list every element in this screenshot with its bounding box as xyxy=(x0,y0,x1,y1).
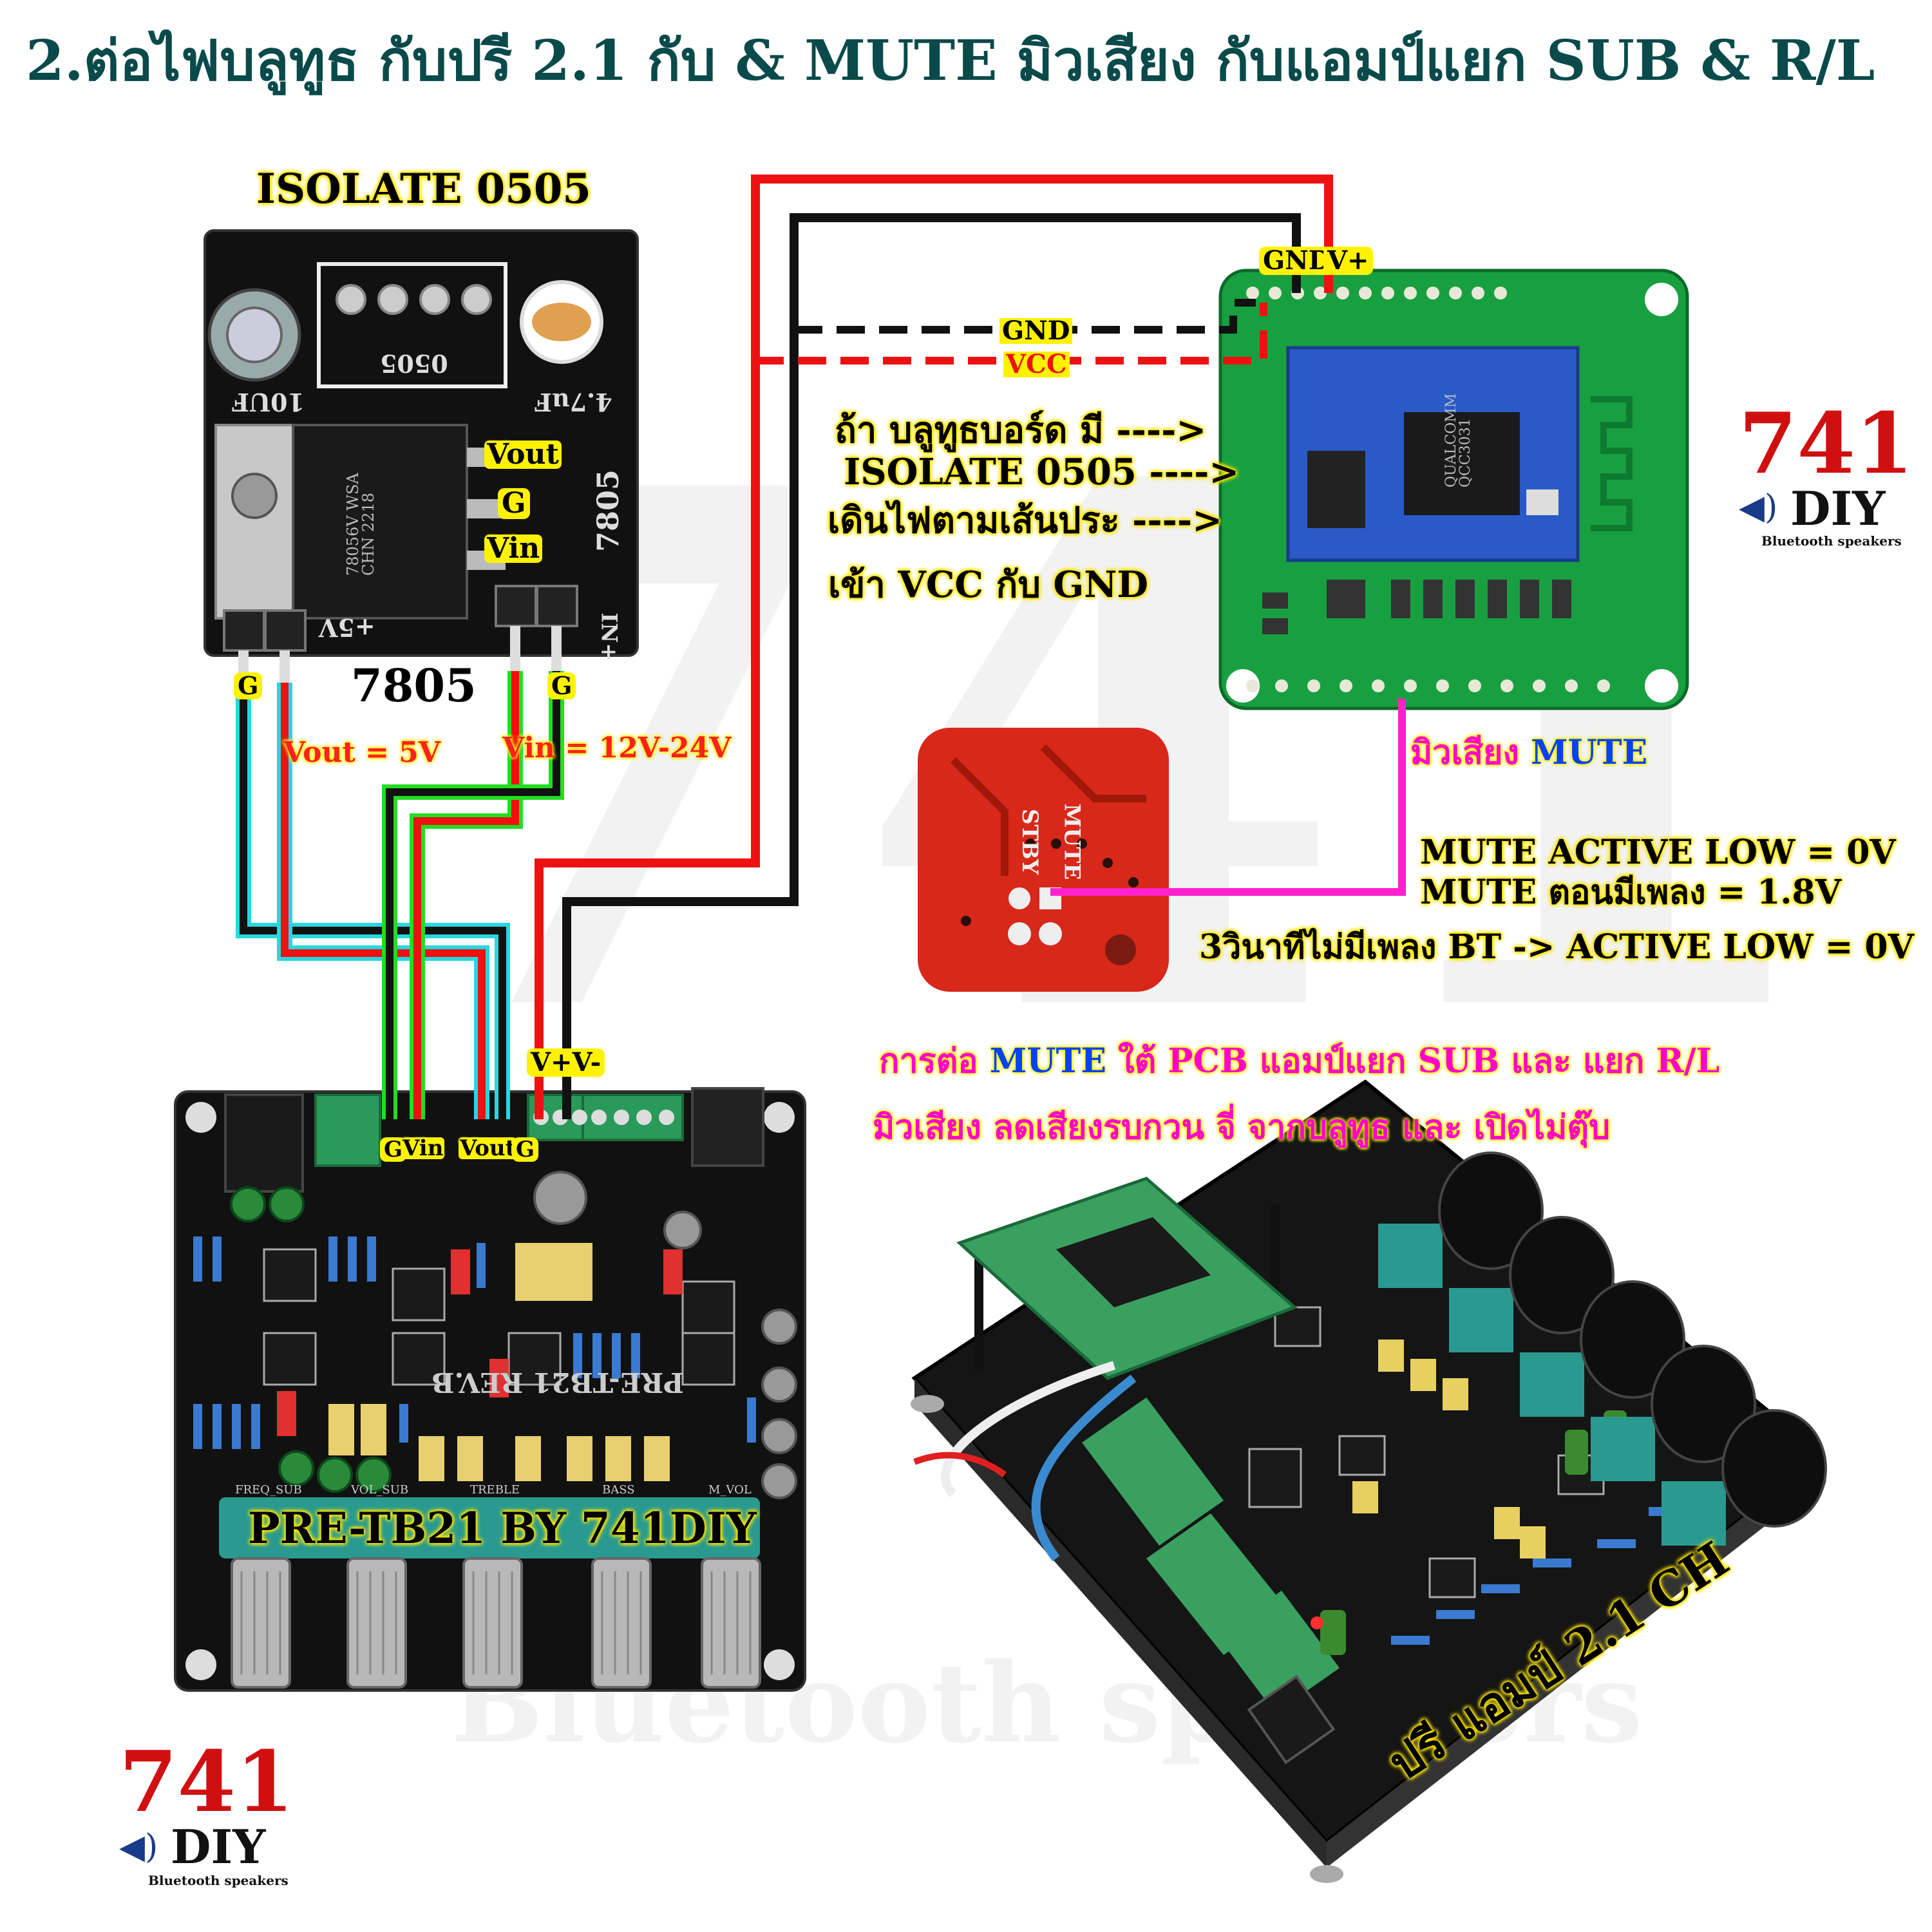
mute-connect-line-2: มิวเสียง ลดเสียงรบกวน จี่ จากบลูทูธ และ … xyxy=(873,1108,1611,1147)
stby-silk-text: STBY xyxy=(1017,808,1043,875)
regulator-name: 7805 xyxy=(351,659,477,712)
pre-tb21-board xyxy=(174,1087,806,1692)
vin-note: Vin = 12V-24V xyxy=(502,732,732,764)
mute-spec-2: MUTE ตอนมีเพลง = 1.8V xyxy=(1420,873,1842,912)
logo-diy-bottom: DIY xyxy=(171,1819,266,1874)
knob-label-treble: TREBLE xyxy=(470,1483,520,1497)
mute-spec-1: MUTE ACTIVE LOW = 0V xyxy=(1420,833,1896,872)
isolate-silk-7805: 7805 xyxy=(591,469,626,553)
isolate-silk-47uf: 4.7uF xyxy=(535,388,612,417)
dash-gnd-label: GND xyxy=(999,318,1073,344)
mute-wire-label: มิวเสียง MUTE xyxy=(1410,736,1647,770)
bt-vplus-label: V+ xyxy=(1323,247,1373,275)
note-line-1: ถ้า บลูทูธบอร์ด มี ----> xyxy=(835,409,1207,451)
foot-pin-g-right: G xyxy=(547,672,576,699)
mute-silk-text: MUTE xyxy=(1059,803,1085,880)
logo-number-bottom: 741 xyxy=(119,1732,294,1831)
regulator-chip-text: 78056V WSA CHN 2218 xyxy=(344,473,377,576)
bluetooth-board xyxy=(1218,269,1689,710)
speaker-icon-top: ◀) xyxy=(1739,488,1778,527)
isolate-silk-in: IN+ xyxy=(596,612,622,661)
isolate-silk-10uf: 10UF xyxy=(232,388,305,417)
mute-connect-a: การต่อ xyxy=(879,1041,978,1081)
knob-label-freq-sub: FREQ_SUB xyxy=(235,1483,302,1497)
mute-spec-3: 3วินาทีไม่มีเพลง BT -> ACTIVE LOW = 0V xyxy=(1199,927,1914,967)
logo-number-top: 741 xyxy=(1739,394,1914,493)
isolate-0505-label: ISOLATE 0505 xyxy=(256,165,591,213)
mute-connect-b: MUTE xyxy=(989,1041,1106,1081)
mute-connect-c: ใต้ PCB แอมป์แยก SUB และ แยก R/L xyxy=(1118,1041,1720,1081)
pre-pin-g2: G xyxy=(512,1137,539,1162)
note-line-3: เดินไฟตามเส้นประ ----> xyxy=(828,499,1223,542)
mute-amp-board xyxy=(918,728,1169,992)
bt-chip-text: QUALCOMM QCC3031 xyxy=(1443,393,1473,488)
logo-diy-top: DIY xyxy=(1790,481,1886,536)
reg-pin-vin: Vin xyxy=(484,535,543,563)
foot-pin-g-left: G xyxy=(234,672,263,699)
mute-label-thai: มิวเสียง xyxy=(1410,733,1519,772)
mute-label-en: MUTE xyxy=(1530,733,1648,772)
reg-pin-g: G xyxy=(498,488,530,519)
knob-label-bass: BASS xyxy=(602,1483,635,1497)
isolate-silk-0505: 0505 xyxy=(380,349,448,378)
vout-note: Vout = 5V xyxy=(283,736,441,769)
isolate-silk-5v: +5V xyxy=(319,613,375,642)
dash-vcc-label: VCC xyxy=(1003,352,1070,377)
bt-gnd-label: GND xyxy=(1259,247,1335,275)
isolate-0505-board xyxy=(204,229,639,683)
pre-silk-name: PRE-TB21 REV.B xyxy=(431,1367,684,1398)
note-line-4: เข้า VCC กับ GND xyxy=(828,564,1148,606)
logo-sub-top: Bluetooth speakers xyxy=(1761,533,1902,549)
note-line-2: ISOLATE 0505 ----> xyxy=(844,451,1240,493)
pre-banner: PRE-TB21 BY 741DIY xyxy=(248,1503,757,1553)
logo-sub-bottom: Bluetooth speakers xyxy=(148,1873,289,1888)
knob-label-vol-sub: VOL_SUB xyxy=(351,1483,409,1497)
pre-pin-vin: Vin xyxy=(401,1135,445,1161)
pre-pin-vout: Vout xyxy=(459,1135,517,1161)
reg-pin-vout: Vout xyxy=(484,440,562,469)
amp-2-1-board-photo xyxy=(911,1079,1827,1883)
speaker-icon-bottom: ◀) xyxy=(119,1828,158,1866)
knob-label-m-vol: M_VOL xyxy=(708,1483,752,1497)
page-title: 2.ต่อไฟบลูทูธ กับปรี 2.1 กับ & MUTE มิวเ… xyxy=(26,28,1875,93)
pre-vplus-vminus-label: V+V- xyxy=(527,1048,605,1077)
mute-connect-line-1: การต่อ MUTE ใต้ PCB แอมป์แยก SUB และ แยก… xyxy=(879,1045,1719,1078)
